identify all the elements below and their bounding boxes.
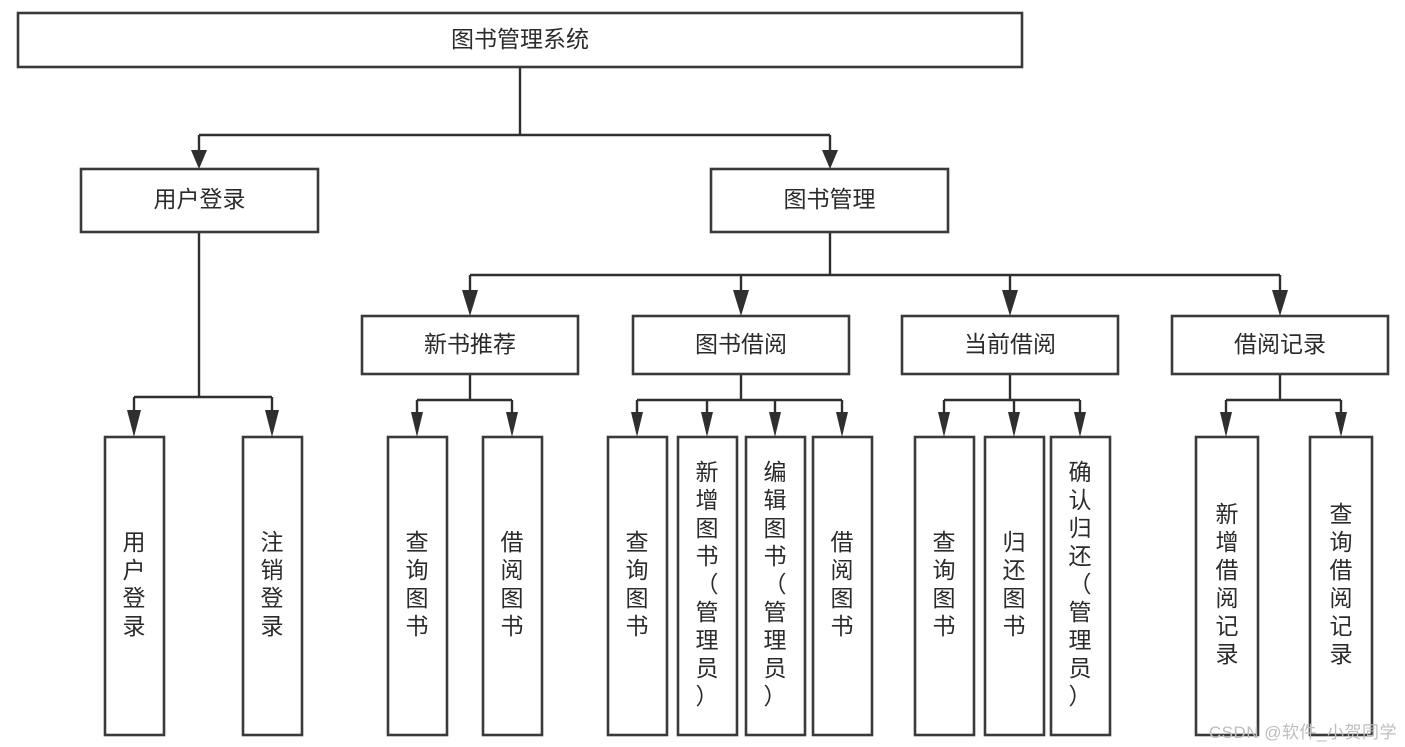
leaf-add-book-admin[interactable]: 新增图书（管理员） xyxy=(676,435,739,737)
leaf-label-edit-book-admin: 编辑图书（管理员） xyxy=(764,459,787,709)
arrowhead-leaf-user-login xyxy=(127,410,141,437)
leaf-label-confirm-return-admin: 确认归还（管理员） xyxy=(1069,459,1092,709)
node-label-root: 图书管理系统 xyxy=(451,26,589,52)
leaf-borrow-book[interactable]: 借阅图书 xyxy=(811,435,874,737)
node-borrow-record[interactable]: 借阅记录 xyxy=(1170,314,1390,376)
node-new-book-recommend[interactable]: 新书推荐 xyxy=(360,314,580,376)
node-label-book-borrow: 图书借阅 xyxy=(695,331,787,357)
node-current-borrow[interactable]: 当前借阅 xyxy=(900,314,1120,376)
leaf-logout[interactable]: 注销登录 xyxy=(241,435,304,737)
arrowhead-bookborrow-leaf-3 xyxy=(769,412,781,437)
arrowhead-bookborrow-leaf-4 xyxy=(836,412,848,437)
arrowhead-borrowrecord-leaf-1 xyxy=(1220,412,1232,437)
leaf-newbook-query-book[interactable]: 查询图书 xyxy=(386,435,449,737)
leaf-label-borrow-query-book: 查询图书 xyxy=(626,529,649,639)
csdn-watermark: CSDN @软件_小贺同学 xyxy=(1208,723,1397,742)
leaf-label-current-query-book: 查询图书 xyxy=(933,529,956,639)
arrowhead-bookborrow-leaf-2 xyxy=(701,412,713,437)
leaf-query-borrow-record[interactable]: 查询借阅记录 xyxy=(1308,435,1374,737)
arrowhead-borrow-record xyxy=(1272,290,1288,316)
leaf-label-newbook-query-book: 查询图书 xyxy=(406,529,429,639)
leaf-label-add-borrow-record: 新增借阅记录 xyxy=(1216,501,1239,667)
leaf-label-newbook-borrow-book: 借阅图书 xyxy=(501,529,524,639)
connectors-group xyxy=(127,67,1347,437)
node-user-login[interactable]: 用户登录 xyxy=(79,167,320,234)
node-root-system[interactable]: 图书管理系统 xyxy=(16,11,1024,69)
arrowhead-new-book-rec xyxy=(462,290,478,316)
leaf-newbook-borrow-book[interactable]: 借阅图书 xyxy=(481,435,544,737)
leaf-label-query-borrow-record: 查询借阅记录 xyxy=(1330,501,1353,667)
leaf-label-add-book-admin: 新增图书（管理员） xyxy=(696,459,719,709)
arrowhead-book-mgmt xyxy=(822,150,838,169)
arrowhead-currentborrow-leaf-2 xyxy=(1008,412,1020,437)
node-label-current-borrow: 当前借阅 xyxy=(964,331,1056,357)
leaf-user-login[interactable]: 用户登录 xyxy=(103,435,166,737)
node-label-new-book-recommend: 新书推荐 xyxy=(424,331,516,357)
leaf-edit-book-admin[interactable]: 编辑图书（管理员） xyxy=(744,435,807,737)
node-label-book-management: 图书管理 xyxy=(784,186,876,212)
leaf-borrow-query-book[interactable]: 查询图书 xyxy=(606,435,669,737)
arrowhead-currentborrow-leaf-3 xyxy=(1074,412,1086,437)
arrowhead-newbook-leaf-2 xyxy=(506,412,518,437)
leaf-label-logout: 注销登录 xyxy=(261,529,284,639)
arrowhead-currentborrow-leaf-1 xyxy=(938,412,950,437)
arrowhead-user-login xyxy=(191,150,207,169)
arrowhead-newbook-leaf-1 xyxy=(411,412,423,437)
node-label-borrow-record: 借阅记录 xyxy=(1234,331,1326,357)
leaf-return-book[interactable]: 归还图书 xyxy=(983,435,1046,737)
arrowhead-borrowrecord-leaf-2 xyxy=(1335,412,1347,437)
leaf-add-borrow-record[interactable]: 新增借阅记录 xyxy=(1194,435,1260,737)
node-label-user-login: 用户登录 xyxy=(154,186,246,212)
node-book-borrow[interactable]: 图书借阅 xyxy=(631,314,851,376)
arrowhead-current-borrow xyxy=(1002,290,1018,316)
leaf-label-borrow-book: 借阅图书 xyxy=(831,529,854,639)
leaf-current-query-book[interactable]: 查询图书 xyxy=(913,435,976,737)
arrowhead-book-borrow xyxy=(733,290,749,316)
leaf-label-user-login: 用户登录 xyxy=(123,529,146,639)
arrowhead-bookborrow-leaf-1 xyxy=(631,412,643,437)
node-book-management[interactable]: 图书管理 xyxy=(709,167,950,234)
leaf-confirm-return-admin[interactable]: 确认归还（管理员） xyxy=(1049,435,1112,737)
leaf-label-return-book: 归还图书 xyxy=(1003,529,1026,639)
arrowhead-leaf-logout xyxy=(265,410,279,437)
